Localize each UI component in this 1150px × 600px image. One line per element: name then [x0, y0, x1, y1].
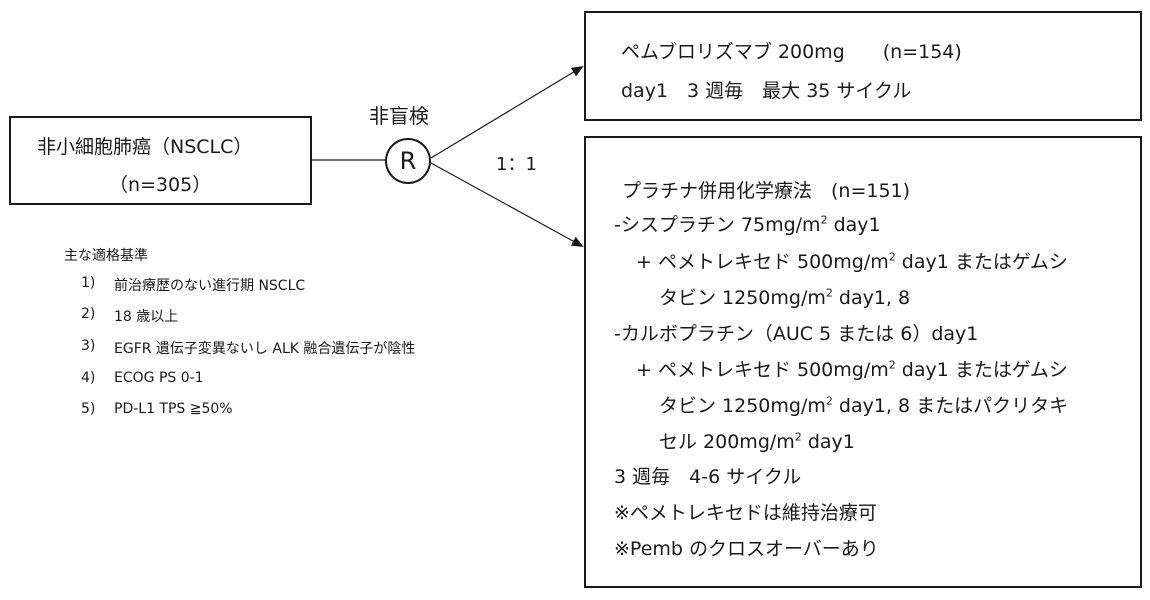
pemetrexed-dose: + ペメトレキセド 500mg/m: [636, 251, 889, 273]
gemcitabine-line-2: タビン 1250mg/m2 day1, 8 またはパクリタキ: [659, 391, 1068, 418]
pembrolizumab-schedule: day1 3 週毎 最大 35 サイクル: [621, 80, 912, 102]
gemcitabine-day: day1, 8 またはパクリタキ: [832, 395, 1069, 417]
population-title: 非小細胞肺癌（NSCLC）: [37, 136, 253, 158]
gemcitabine-day: day1, 8: [832, 287, 911, 309]
criteria-title: 主な適格基準: [64, 248, 148, 264]
paclitaxel-dose: セル 200mg/m: [659, 431, 795, 453]
criteria-number: 2): [81, 306, 96, 322]
unit-superscript: 2: [825, 286, 833, 300]
unit-superscript: 2: [794, 430, 802, 444]
population-count: （n=305）: [109, 174, 212, 196]
criteria-number: 3): [81, 338, 96, 354]
gemcitabine-dose: タビン 1250mg/m: [659, 395, 826, 417]
allocation-ratio: 1：1: [496, 154, 537, 175]
criteria-item: EGFR 遺伝子変異ないし ALK 融合遺伝子が陰性: [114, 341, 416, 357]
unit-superscript: 2: [825, 394, 833, 408]
carboplatin-line: -カルボプラチン（AUC 5 または 6）day1: [614, 323, 979, 345]
gemcitabine-line-1: タビン 1250mg/m2 day1, 8: [659, 283, 910, 310]
pemetrexed-line-2: + ペメトレキセド 500mg/m2 day1 またはゲムシ: [636, 355, 1068, 382]
chemo-title: プラチナ併用化学療法 (n=151): [622, 180, 911, 202]
maintenance-note: ※ペメトレキセドは維持治療可: [614, 502, 877, 524]
unit-superscript: 2: [888, 250, 896, 264]
criteria-item: ECOG PS 0-1: [114, 370, 204, 386]
criteria-number: 5): [81, 401, 96, 417]
randomization-symbol: R: [399, 147, 417, 175]
paclitaxel-line: セル 200mg/m2 day1: [659, 427, 855, 454]
pemetrexed-day: day1 またはゲムシ: [895, 251, 1068, 273]
population-box: 非小細胞肺癌（NSCLC） （n=305）: [9, 116, 312, 205]
gemcitabine-dose: タビン 1250mg/m: [659, 287, 826, 309]
criteria-item: 18 歳以上: [114, 309, 179, 325]
open-label-label: 非盲検: [369, 104, 429, 128]
cisplatin-day: day1: [827, 214, 881, 236]
criteria-number: 4): [81, 370, 96, 386]
chemotherapy-arm-box: プラチナ併用化学療法 (n=151) -シスプラチン 75mg/m2 day1 …: [584, 136, 1142, 588]
arrow-to-chemotherapy: [430, 162, 584, 247]
cisplatin-dose: -シスプラチン 75mg/m: [614, 214, 821, 236]
criteria-number: 1): [81, 275, 96, 291]
chemo-schedule: 3 週毎 4-6 サイクル: [614, 466, 802, 488]
criteria-item: 前治療歴のない進行期 NSCLC: [114, 278, 306, 294]
unit-superscript: 2: [888, 358, 896, 372]
cisplatin-line: -シスプラチン 75mg/m2 day1: [614, 210, 881, 237]
pemetrexed-line-1: + ペメトレキセド 500mg/m2 day1 またはゲムシ: [636, 247, 1068, 274]
arrow-to-pembrolizumab: [430, 65, 584, 159]
paclitaxel-day: day1: [801, 431, 855, 453]
pemetrexed-day: day1 またはゲムシ: [895, 359, 1068, 381]
pembrolizumab-arm-box: ペムブロリズマブ 200mg (n=154) day1 3 週毎 最大 35 サ…: [584, 11, 1142, 121]
criteria-item: PD-L1 TPS ≧50%: [114, 401, 233, 417]
pemetrexed-dose: + ペメトレキセド 500mg/m: [636, 359, 889, 381]
pembrolizumab-dose: ペムブロリズマブ 200mg (n=154): [621, 41, 962, 63]
crossover-note: ※Pemb のクロスオーバーあり: [614, 538, 879, 560]
randomization-circle: R: [385, 138, 431, 184]
unit-superscript: 2: [820, 213, 828, 227]
